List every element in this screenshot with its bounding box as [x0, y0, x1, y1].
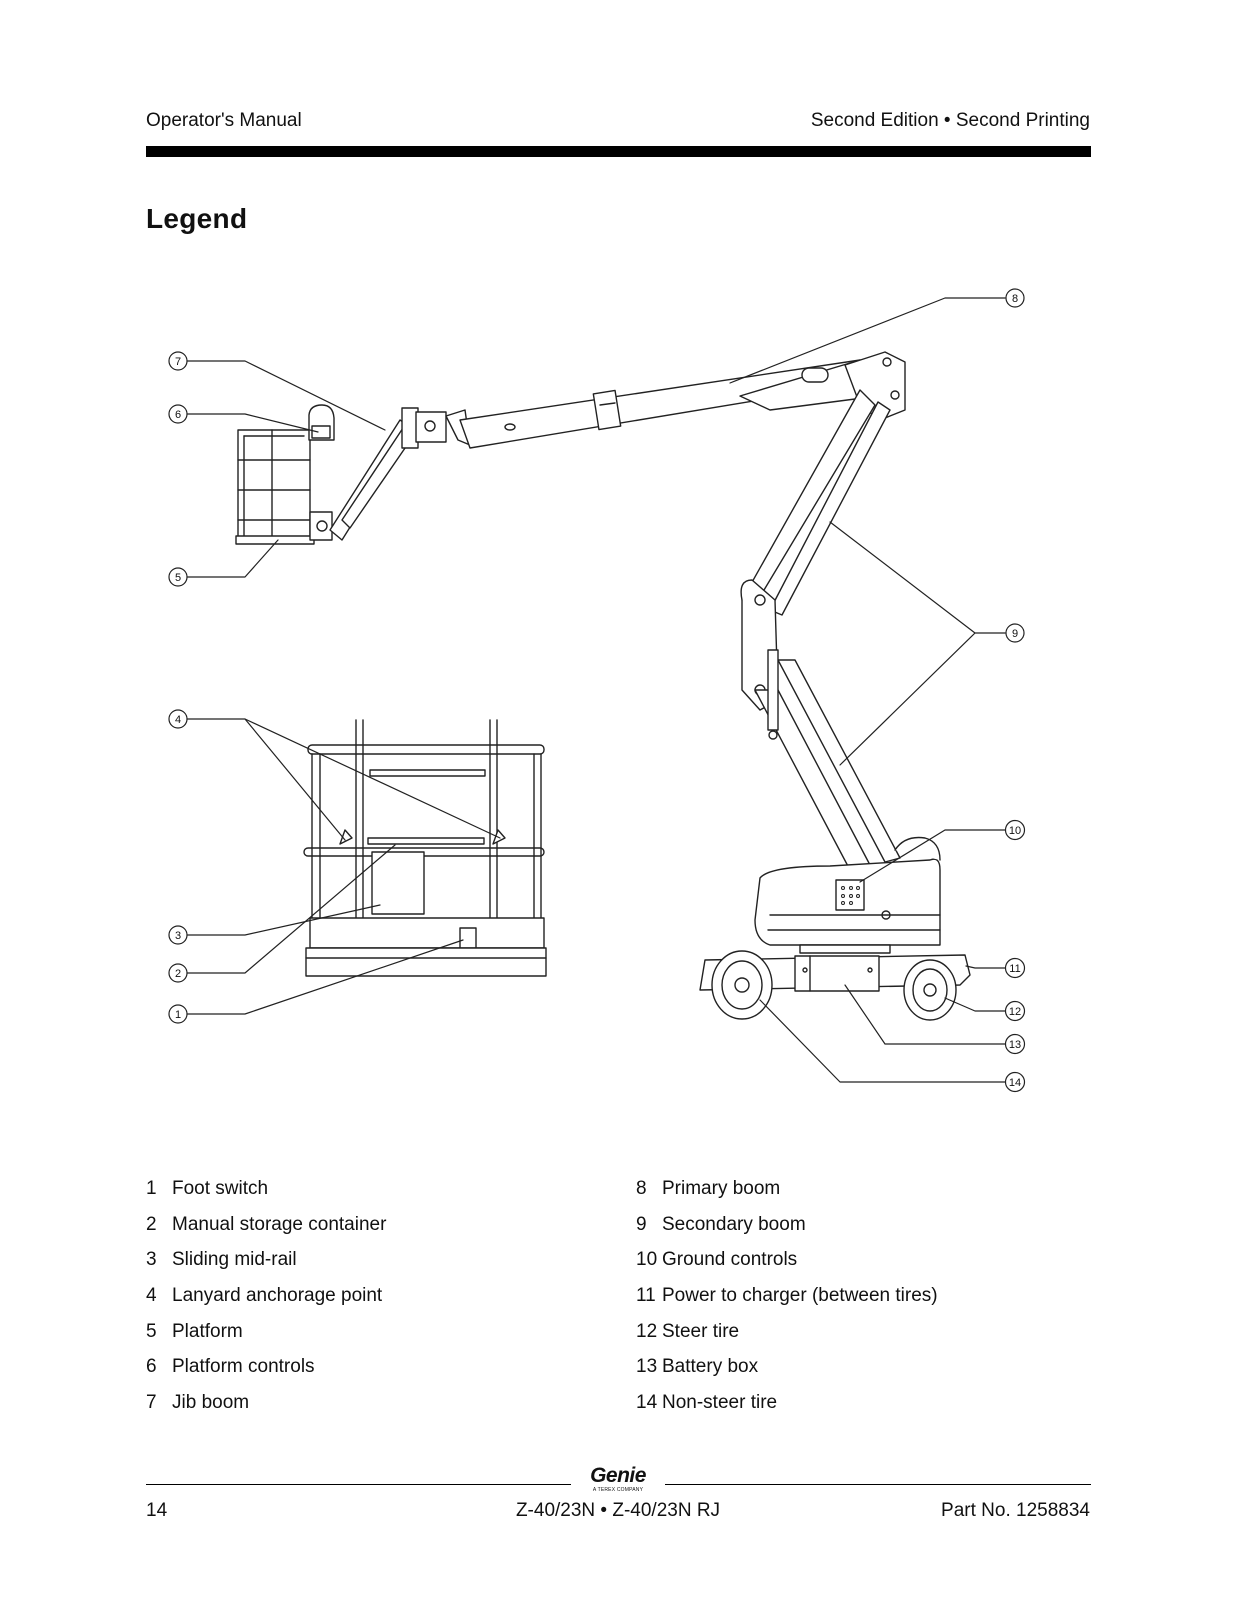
page-title: Legend — [146, 203, 248, 234]
legend-number: 10 — [636, 1249, 658, 1271]
legend-number: 3 — [146, 1249, 157, 1271]
callout-2: 2 — [168, 963, 188, 983]
page-number: 14 — [146, 1500, 168, 1521]
boom-lift-illustration: 1 2 3 4 5 6 7 8 9 10 11 12 13 14 — [168, 288, 1026, 1093]
callout-14: 14 — [1004, 1071, 1026, 1093]
legend-item: 3 Sliding mid-rail — [146, 1249, 586, 1285]
footer-rule-left — [146, 1484, 571, 1485]
legend-label: Primary boom — [662, 1178, 781, 1199]
legend-label: Power to charger (between tires) — [662, 1285, 938, 1307]
svg-text:4: 4 — [175, 714, 181, 726]
callout-bubbles: 1 2 3 4 5 6 7 8 9 10 11 12 13 14 — [168, 288, 1026, 1093]
legend-item: 8 Primary boom — [636, 1178, 1076, 1214]
legend-number: 9 — [636, 1213, 647, 1235]
legend-label: Jib boom — [172, 1392, 250, 1414]
legend-number: 5 — [146, 1320, 157, 1342]
secondary-boom-drawing — [740, 389, 901, 871]
svg-text:8: 8 — [1012, 293, 1018, 305]
legend-label: Non-steer tire — [662, 1392, 778, 1414]
primary-boom-drawing — [459, 351, 906, 449]
legend-label: Platform — [172, 1320, 243, 1342]
legend-item: 6 Platform controls — [146, 1356, 586, 1392]
legend-number: 4 — [146, 1285, 157, 1307]
leader-lines — [185, 297, 1006, 1083]
legend-item: 4 Lanyard anchorage point — [146, 1285, 586, 1321]
legend-label: Lanyard anchorage point — [172, 1285, 383, 1307]
chassis-drawing — [699, 836, 971, 1021]
callout-7: 7 — [168, 351, 188, 371]
svg-text:2: 2 — [175, 968, 181, 980]
legend-item: 7 Jib boom — [146, 1392, 586, 1428]
header-rule — [146, 146, 1091, 157]
svg-text:6: 6 — [175, 409, 181, 421]
legend-label: Foot switch — [172, 1178, 269, 1199]
callout-6: 6 — [168, 404, 188, 424]
legend-item: 5 Platform — [146, 1321, 586, 1357]
jib-boom-drawing — [329, 407, 471, 541]
svg-text:14: 14 — [1009, 1077, 1021, 1089]
svg-text:12: 12 — [1009, 1006, 1021, 1018]
logo-subtext: A TEREX COMPANY — [592, 1487, 644, 1493]
legend-item: 2 Manual storage container — [146, 1214, 586, 1250]
callout-5: 5 — [168, 567, 188, 587]
svg-text:9: 9 — [1012, 628, 1018, 640]
callout-9: 9 — [1005, 623, 1025, 643]
legend-item: 11 Power to charger (between tires) — [636, 1285, 1076, 1321]
legend-number: 14 — [636, 1392, 658, 1414]
callout-3: 3 — [168, 925, 188, 945]
genie-logo: Genie A TEREX COMPANY — [576, 1464, 660, 1494]
platform-front-view-drawing — [303, 719, 547, 977]
callout-8: 8 — [1005, 288, 1025, 308]
legend-number: 11 — [636, 1285, 656, 1307]
legend-number: 2 — [146, 1213, 157, 1235]
platform-drawing — [235, 404, 335, 545]
logo-wordmark: Genie — [590, 1464, 646, 1487]
legend-label: Secondary boom — [662, 1213, 806, 1235]
legend-item: 9 Secondary boom — [636, 1214, 1076, 1250]
part-number: Part No. 1258834 — [941, 1500, 1090, 1521]
header-manual-title: Operator's Manual — [146, 110, 302, 131]
svg-text:13: 13 — [1009, 1039, 1021, 1051]
legend-label: Manual storage container — [172, 1213, 387, 1235]
callout-10: 10 — [1004, 819, 1026, 841]
callout-12: 12 — [1004, 1000, 1026, 1022]
header-edition: Second Edition • Second Printing — [810, 110, 1090, 131]
callout-4: 4 — [168, 709, 188, 729]
legend-number: 7 — [146, 1392, 157, 1414]
legend-item: 1 Foot switch — [146, 1178, 586, 1214]
legend-label: Battery box — [662, 1356, 759, 1378]
callout-1: 1 — [168, 1004, 188, 1024]
svg-text:1: 1 — [175, 1009, 181, 1021]
svg-text:11: 11 — [1009, 963, 1020, 975]
footer-rule-right — [665, 1484, 1091, 1485]
svg-text:7: 7 — [175, 356, 181, 368]
legend-number: 13 — [636, 1356, 658, 1378]
legend-label: Platform controls — [172, 1356, 315, 1378]
svg-text:3: 3 — [175, 930, 181, 942]
legend-number: 8 — [636, 1178, 647, 1199]
legend-number: 12 — [636, 1320, 658, 1342]
model-names: Z-40/23N • Z-40/23N RJ — [515, 1500, 721, 1521]
legend-list-left: 1 Foot switch 2 Manual storage container 3… — [146, 1178, 586, 1428]
legend-label: Steer tire — [662, 1320, 740, 1342]
callout-13: 13 — [1004, 1033, 1026, 1055]
legend-label: Ground controls — [662, 1249, 798, 1271]
svg-text:10: 10 — [1009, 825, 1021, 837]
svg-text:5: 5 — [175, 572, 181, 584]
callout-11: 11 — [1004, 957, 1026, 979]
legend-label: Sliding mid-rail — [172, 1249, 297, 1271]
legend-number: 1 — [146, 1178, 157, 1199]
legend-number: 6 — [146, 1356, 157, 1378]
